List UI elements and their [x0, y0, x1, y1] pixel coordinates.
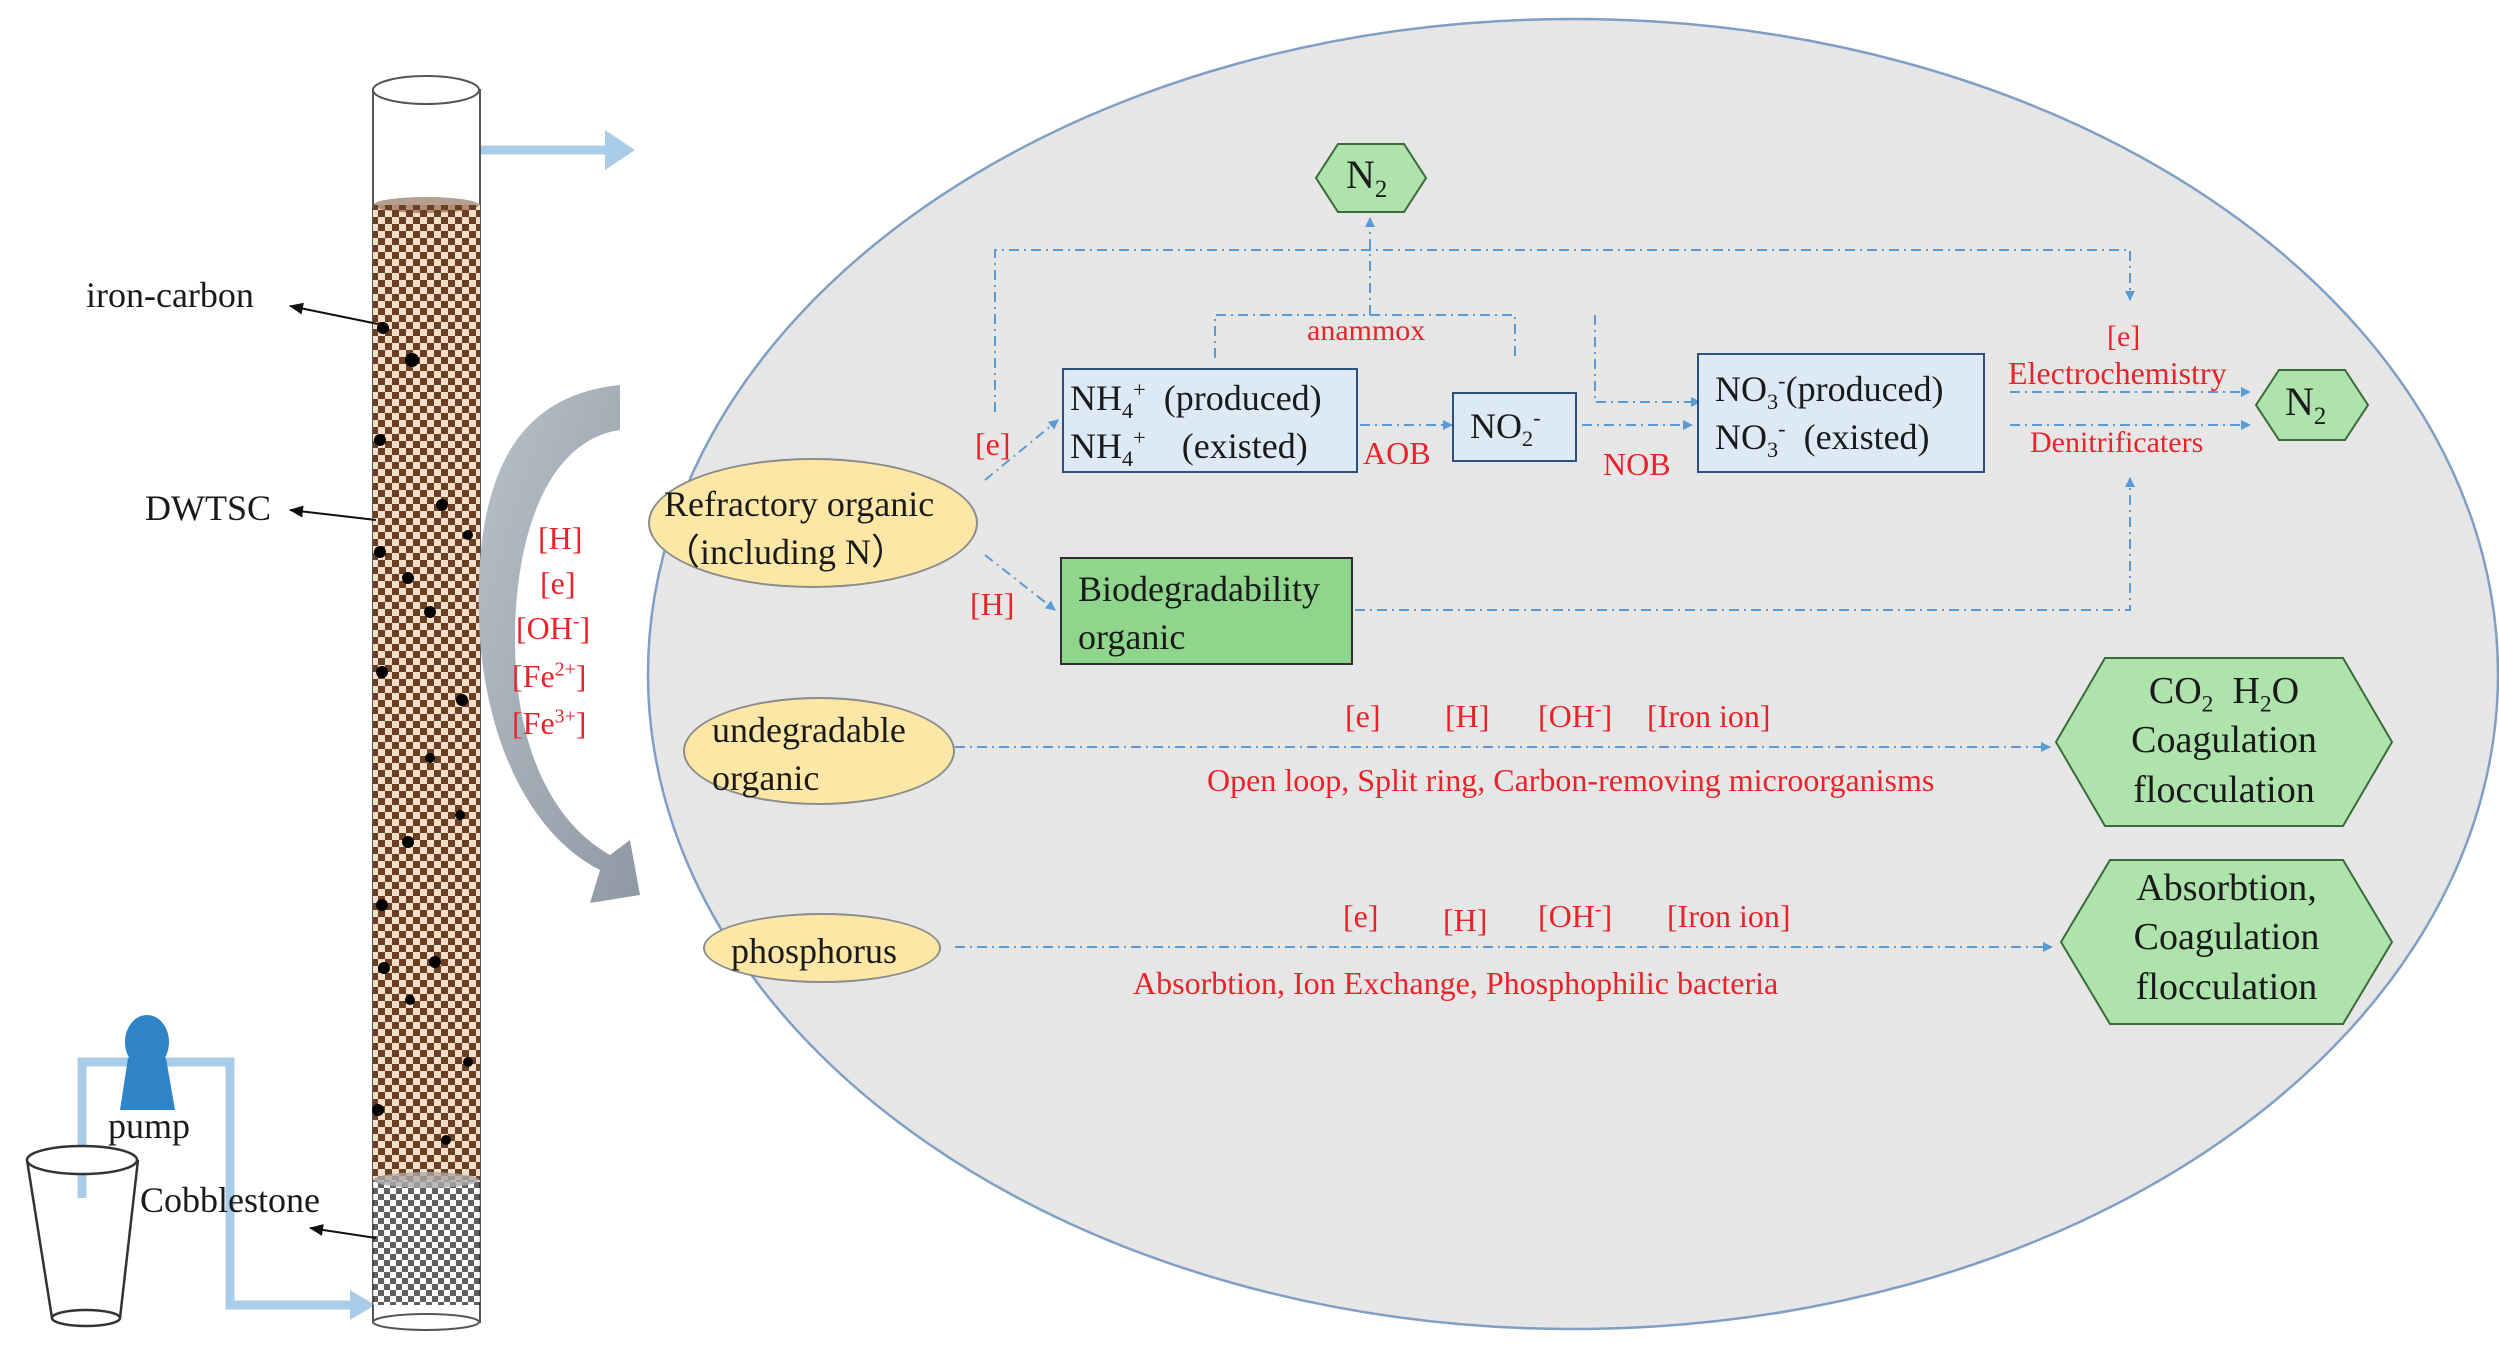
phosphorus-ellipse: phosphorus [703, 913, 941, 983]
nob-label: NOB [1603, 446, 1671, 482]
refractory-organic-ellipse: Refractory organic （including N） [648, 458, 978, 588]
phosphorus-text: phosphorus [731, 931, 898, 971]
denitrificaters-label: Denitrificaters [2030, 426, 2204, 459]
phosphorus-token-iron: [Iron ion] [1667, 898, 1791, 934]
refractory-line2: （including N） [664, 532, 907, 572]
cobblestone-pointer [309, 1224, 377, 1239]
outlet-arrow [480, 130, 635, 170]
refractory-line1: Refractory organic [664, 484, 935, 524]
undegradable-line1: undegradable [712, 710, 906, 750]
biodegradability-line1: Biodegradability [1078, 569, 1320, 609]
pump-icon [120, 1015, 175, 1110]
phosphorus-result-hexagon [2059, 859, 2394, 1025]
reactor-column [372, 75, 481, 1331]
n2-top-text: N2 [1346, 152, 1388, 203]
species-fe3: [Fe3+] [512, 705, 587, 741]
species-e: [e] [540, 565, 576, 601]
undegradable-token-oh: [OH-] [1538, 698, 1613, 734]
undegradable-process: Open loop, Split ring, Carbon-removing m… [1207, 762, 1935, 798]
undegradable-line2: organic [712, 758, 820, 798]
cobblestone-label: Cobblestone [140, 1180, 320, 1220]
nh4-existed-text: NH4+ (existed) [1070, 425, 1308, 472]
phosphorus-result-text: Absorbtion, Coagulation flocculation [2133, 867, 2320, 1008]
pump-label: pump [108, 1106, 191, 1146]
no3-box: NO3-(produced) NO3- (existed) [1697, 353, 1985, 473]
iron-carbon-pointer [289, 302, 379, 325]
no2-text: NO2- [1470, 405, 1541, 452]
inlet-arrowhead [350, 1290, 375, 1320]
co2-result-text: CO2 H2O Coagulation flocculation [2131, 670, 2317, 811]
pump-piping [77, 1057, 355, 1310]
nh4-produced-text: NH4+ (produced) [1070, 377, 1322, 424]
phosphorus-token-h: [H] [1443, 902, 1488, 938]
phosphorus-process: Absorbtion, Ion Exchange, Phosphophilic … [1133, 965, 1779, 1001]
nh4-box: NH4+ (produced) NH4+ (existed) [1062, 368, 1358, 473]
n2-top-hexagon [1314, 143, 1428, 213]
undegradable-token-e: [e] [1345, 698, 1381, 734]
phosphorus-token-e: [e] [1343, 898, 1379, 934]
species-h: [H] [538, 520, 583, 556]
dwtsc-label: DWTSC [145, 488, 271, 528]
curved-arrow [478, 385, 640, 903]
e-electro-label: [e] [2107, 320, 2141, 353]
beaker [25, 1144, 140, 1328]
biodegradability-line2: organic [1078, 617, 1186, 657]
anammox-label: anammox [1307, 314, 1426, 347]
undegradable-token-h: [H] [1445, 698, 1490, 734]
undegradable-token-iron: [Iron ion] [1647, 698, 1771, 734]
h-refractory-label: [H] [970, 586, 1015, 622]
n2-right-text: N2 [2285, 379, 2327, 430]
dwtsc-pointer [289, 505, 377, 521]
species-oh: [OH-] [516, 610, 591, 646]
n2-right-hexagon [2254, 369, 2370, 441]
electrochemistry-label: Electrochemistry [2008, 355, 2227, 391]
process-oval [647, 17, 2499, 1331]
iron-carbon-label: iron-carbon [86, 275, 254, 315]
e-refractory-label: [e] [975, 426, 1011, 462]
undegradable-organic-ellipse: undegradable organic [683, 697, 955, 805]
aob-label: AOB [1363, 435, 1431, 471]
species-fe2: [Fe2+] [512, 658, 587, 694]
no3-produced-text: NO3-(produced) [1715, 368, 1944, 415]
no2-box: NO2- [1452, 392, 1577, 462]
no3-existed-text: NO3- (existed) [1715, 416, 1930, 463]
biodegradability-box: Biodegradability organic [1060, 557, 1353, 665]
phosphorus-token-oh: [OH-] [1538, 898, 1613, 934]
co2-result-hexagon [2054, 657, 2394, 827]
